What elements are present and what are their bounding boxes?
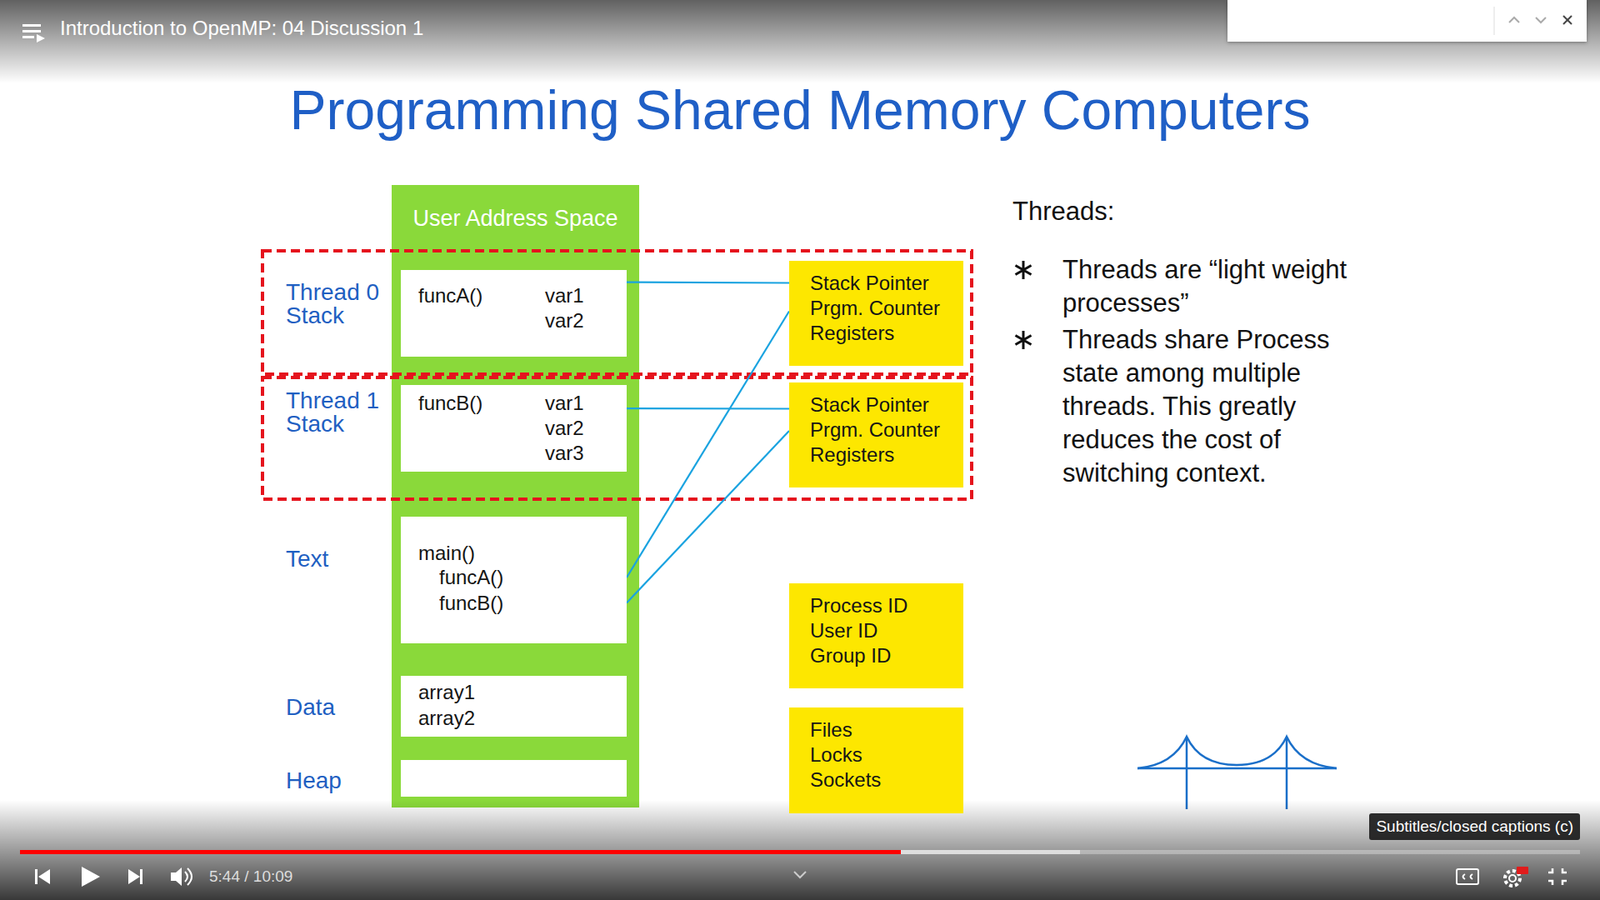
box-text: var1 [545, 390, 585, 416]
time-display: 5:44 / 10:09 [209, 866, 293, 887]
tooltip: Subtitles/closed captions (c) [1369, 813, 1580, 840]
box-text: array2 [418, 705, 475, 731]
connector-line [626, 311, 790, 579]
box-text: funcB() [439, 590, 504, 616]
search-box [1227, 0, 1587, 42]
box-text: funcB() [418, 390, 483, 416]
menu-icon [22, 24, 45, 43]
connector-line [626, 407, 790, 410]
segment-label: Text [285, 547, 386, 571]
box-text: Sockets [810, 767, 881, 793]
bullet-star [1012, 259, 1035, 281]
process-state-box: Process IDUser IDGroup ID [789, 583, 964, 689]
bullet-row: Threads share Process state among multip… [1012, 323, 1480, 490]
box-text: Process ID [810, 593, 908, 619]
chevron-icon [794, 871, 806, 878]
stack-box: Thread 0 StackfuncA()var1var2 [400, 270, 627, 357]
data-segment: Dataarray1array2 [400, 675, 627, 737]
thread-state-box: Stack PointerPrgm. CounterRegisters [789, 382, 964, 488]
buffer-bar [20, 850, 1080, 855]
bullet-star [1012, 329, 1035, 351]
connector-line [626, 430, 790, 603]
stack-box: Thread 1 StackfuncB()var1var2var3 [400, 385, 627, 472]
bullet-row: Threads are “light weight processes” [1012, 253, 1480, 320]
box-text: Prgm. Counter [810, 417, 940, 443]
address-space-fill [391, 185, 640, 808]
thread-region [262, 250, 972, 375]
slide-title: Programming Shared Memory Computers [0, 76, 1600, 144]
connector-line [626, 281, 790, 285]
box-text: var1 [545, 283, 585, 309]
segment-label: Heap [285, 769, 386, 793]
section-heading: Threads: [1012, 195, 1480, 229]
box-text: funcA() [439, 565, 504, 590]
box-text: Prgm. Counter [810, 295, 940, 321]
bullet-text: Threads share Process state among multip… [1062, 323, 1391, 490]
box-text: Stack Pointer [810, 392, 930, 418]
box-text: Registers [810, 320, 895, 346]
box-text: Files [810, 717, 853, 743]
column-heading: User Address Space [391, 203, 640, 234]
box-text: Registers [810, 442, 895, 468]
bullet-column: Threads: Threads are “light weight proces… [1012, 195, 1480, 494]
progress-track [20, 850, 1580, 855]
box-text: var2 [545, 415, 585, 441]
box-text: main() [418, 540, 475, 566]
video-title: Introduction to OpenMP: 04 Discussion 1 [60, 16, 424, 40]
thread-state-box: Stack PointerPrgm. CounterRegisters [789, 260, 964, 366]
process-state-box: FilesLocksSockets [789, 707, 964, 814]
thread-region [262, 377, 972, 500]
search-buttons [1227, 0, 1587, 42]
bullet-text: Threads are “light weight processes” [1062, 253, 1391, 320]
box-text: funcA() [418, 283, 483, 309]
box-text: Group ID [810, 643, 891, 669]
control-icons [35, 866, 1567, 887]
box-text: var2 [545, 308, 585, 334]
heap-segment: Heap [400, 760, 627, 797]
box-text: User ID [810, 618, 878, 644]
segment-label: Thread 0 Stack [285, 280, 386, 328]
segment-label: Data [285, 695, 386, 720]
address-space: User Address SpaceThread 0 StackfuncA()v… [391, 185, 640, 808]
box-text: Stack Pointer [810, 270, 930, 296]
text-segment: Textmain()funcA()funcB() [400, 516, 627, 644]
box-text: array1 [418, 680, 475, 705]
box-text: var3 [545, 440, 585, 466]
bridge-logo [1137, 736, 1337, 810]
progress-bar [20, 850, 901, 855]
box-text: Locks [810, 742, 863, 768]
segment-label: Thread 1 Stack [285, 389, 386, 436]
